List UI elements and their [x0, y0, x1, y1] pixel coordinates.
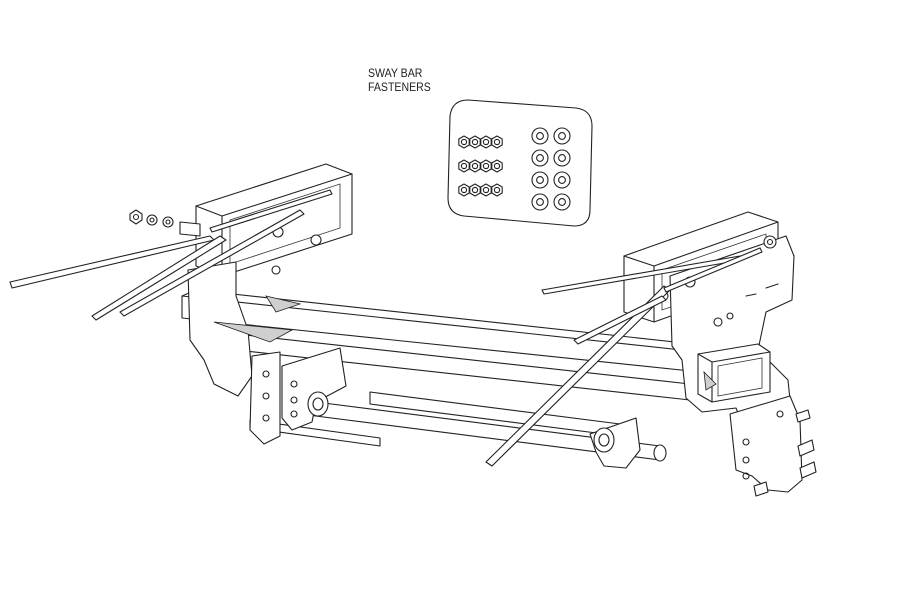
nut-icon	[469, 135, 481, 149]
sway-bar-right-3	[573, 295, 667, 345]
washer-icon	[553, 193, 571, 211]
nut-icon	[458, 159, 470, 173]
nut-icon	[458, 135, 470, 149]
left-loose-hardware	[129, 209, 201, 237]
nut-icon	[491, 183, 503, 197]
washer-icon	[531, 193, 549, 211]
right-receiver-tube	[697, 343, 771, 403]
washer-icon	[531, 149, 549, 167]
nut-group	[458, 135, 503, 197]
sway-bar-right-4	[663, 247, 763, 293]
washer-icon	[531, 171, 549, 189]
washer-group	[531, 127, 571, 211]
nut-icon	[458, 183, 470, 197]
washer-icon	[553, 149, 571, 167]
washer-icon	[553, 127, 571, 145]
washer-icon	[531, 127, 549, 145]
nut-icon	[469, 183, 481, 197]
washer-icon	[553, 171, 571, 189]
nut-icon	[480, 183, 492, 197]
left-bracket	[187, 163, 353, 445]
sway-bar-left-3	[119, 209, 305, 317]
label-line-1: SWAY BAR	[368, 66, 423, 80]
left-lower-plate	[249, 351, 281, 445]
label-line-2: FASTENERS	[368, 80, 431, 94]
fastener-kit-panel	[447, 99, 593, 227]
sway-bar-left-4	[209, 189, 333, 233]
right-lower-plate	[729, 395, 803, 493]
nut-icon	[469, 159, 481, 173]
nut-icon	[480, 135, 492, 149]
left-side-plate	[187, 261, 253, 397]
nut-icon	[491, 159, 503, 173]
nut-icon	[480, 159, 492, 173]
sway-bar-fasteners-label: SWAY BAR FASTENERS	[368, 66, 431, 94]
sway-bar-left-2	[91, 235, 227, 321]
nut-icon	[491, 135, 503, 149]
sway-bars	[9, 189, 763, 467]
